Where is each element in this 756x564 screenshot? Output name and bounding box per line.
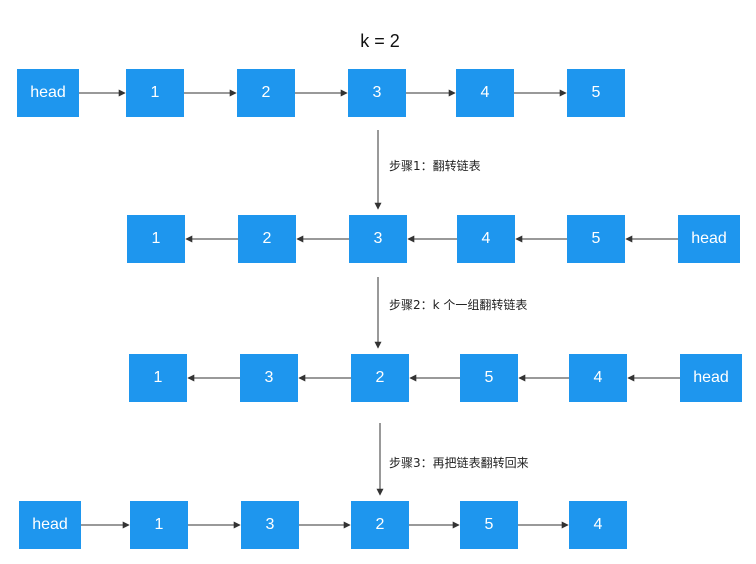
step-1-label: 步骤1：翻转链表 xyxy=(389,159,481,173)
diagram-title: k = 2 xyxy=(360,31,400,51)
node-head: head xyxy=(17,69,79,117)
node-head: head xyxy=(680,354,742,402)
node-2: 2 xyxy=(238,215,296,263)
node-2: 2 xyxy=(351,354,409,402)
step-2-label: 步骤2：k 个一组翻转链表 xyxy=(389,298,528,312)
node-4: 4 xyxy=(569,354,627,402)
step-3-label: 步骤3：再把链表翻转回来 xyxy=(389,456,529,470)
node-1: 1 xyxy=(129,354,187,402)
node-3: 3 xyxy=(241,501,299,549)
node-2: 2 xyxy=(351,501,409,549)
node-5: 5 xyxy=(460,354,518,402)
node-5: 5 xyxy=(567,69,625,117)
node-4: 4 xyxy=(569,501,627,549)
node-head: head xyxy=(19,501,81,549)
node-2: 2 xyxy=(237,69,295,117)
node-5: 5 xyxy=(567,215,625,263)
node-4: 4 xyxy=(457,215,515,263)
node-1: 1 xyxy=(126,69,184,117)
node-3: 3 xyxy=(349,215,407,263)
node-4: 4 xyxy=(456,69,514,117)
node-1: 1 xyxy=(127,215,185,263)
node-5: 5 xyxy=(460,501,518,549)
node-3: 3 xyxy=(348,69,406,117)
node-3: 3 xyxy=(240,354,298,402)
node-1: 1 xyxy=(130,501,188,549)
node-head: head xyxy=(678,215,740,263)
